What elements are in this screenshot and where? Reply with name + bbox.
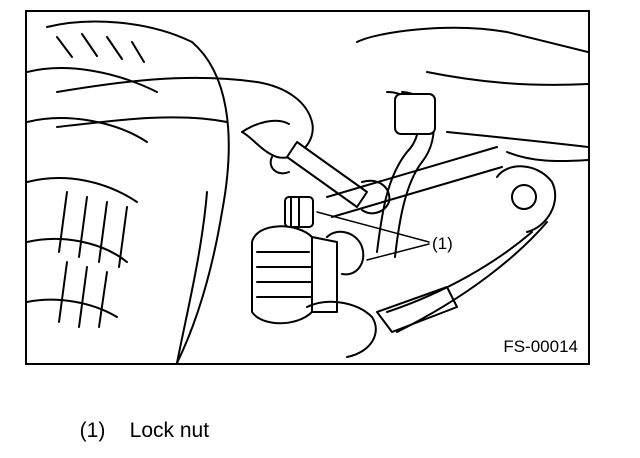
- legend: (1) Lock nut: [68, 395, 209, 443]
- legend-label: Lock nut: [129, 419, 210, 442]
- hand-drawing: [56, 76, 314, 175]
- tire-drawing: [27, 20, 230, 363]
- lock-nut-drawing: [284, 196, 314, 228]
- rod-drawing: [326, 91, 503, 258]
- illustration-frame: (1) FS-00014: [25, 10, 590, 365]
- legend-number: (1): [79, 419, 106, 442]
- callout-label-1: (1): [432, 234, 453, 254]
- figure-code: FS-00014: [501, 337, 580, 357]
- callout-leaders: [316, 211, 430, 261]
- frame-drawing: [356, 26, 588, 163]
- suspension-illustration: [27, 20, 588, 363]
- arm-drawing: [306, 165, 557, 358]
- boot-drawing: [251, 225, 338, 325]
